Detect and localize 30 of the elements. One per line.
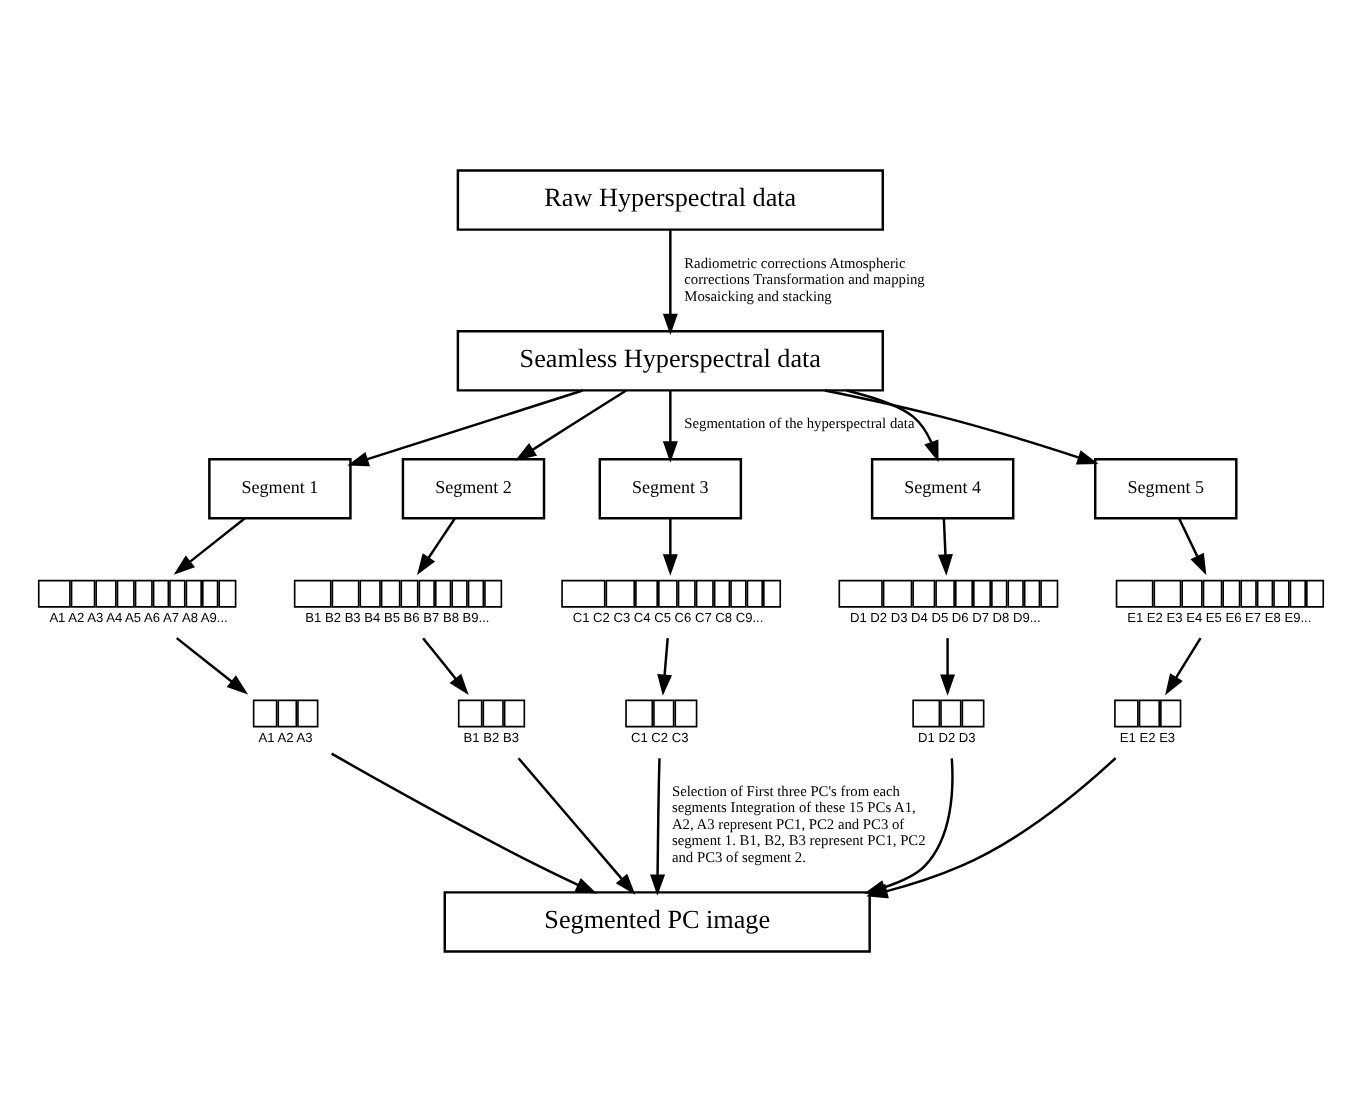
edge-label: Segmentation of the hyperspectral data	[684, 413, 915, 432]
arrow	[517, 756, 636, 894]
arrow	[657, 637, 673, 695]
node-box: Segment 1	[208, 457, 352, 519]
arrow	[650, 757, 666, 895]
arrow	[937, 517, 953, 575]
node-box: Segment 3	[598, 457, 743, 519]
node-box: Segment 4	[870, 457, 1015, 519]
arrow	[1178, 516, 1207, 575]
node-box: Segment 2	[401, 457, 546, 519]
node-box: Raw Hyperspectral data	[456, 168, 884, 230]
arrow	[515, 388, 627, 460]
edge-label: Radiometric corrections Atmospheric corrections Transformation and mapping Mosaicking and stacking	[684, 252, 925, 304]
node-box: Segmented PC image	[443, 890, 871, 952]
node-box: Seamless Hyperspectral data	[456, 329, 884, 391]
arrow	[417, 516, 456, 575]
arrow	[824, 388, 1099, 464]
arrow	[662, 228, 678, 335]
arrow	[331, 751, 598, 893]
arrow	[1165, 636, 1202, 695]
arrow	[347, 388, 584, 466]
arrow	[662, 517, 678, 575]
arrow	[940, 637, 956, 695]
arrow	[846, 388, 939, 462]
arrow	[173, 516, 246, 574]
arrow	[662, 389, 678, 462]
node-box: Segment 5	[1094, 457, 1238, 519]
edge-label: Selection of First three PC's from each segments Integration of these 15 PCs A1, A2, A3 represent PC1, PC2 and PC3 of segment 1. B1, B2, B3 represent PC1, PC2 and PC3 of segment 2.	[671, 780, 926, 865]
arrow	[175, 636, 249, 694]
arrow	[422, 636, 469, 694]
